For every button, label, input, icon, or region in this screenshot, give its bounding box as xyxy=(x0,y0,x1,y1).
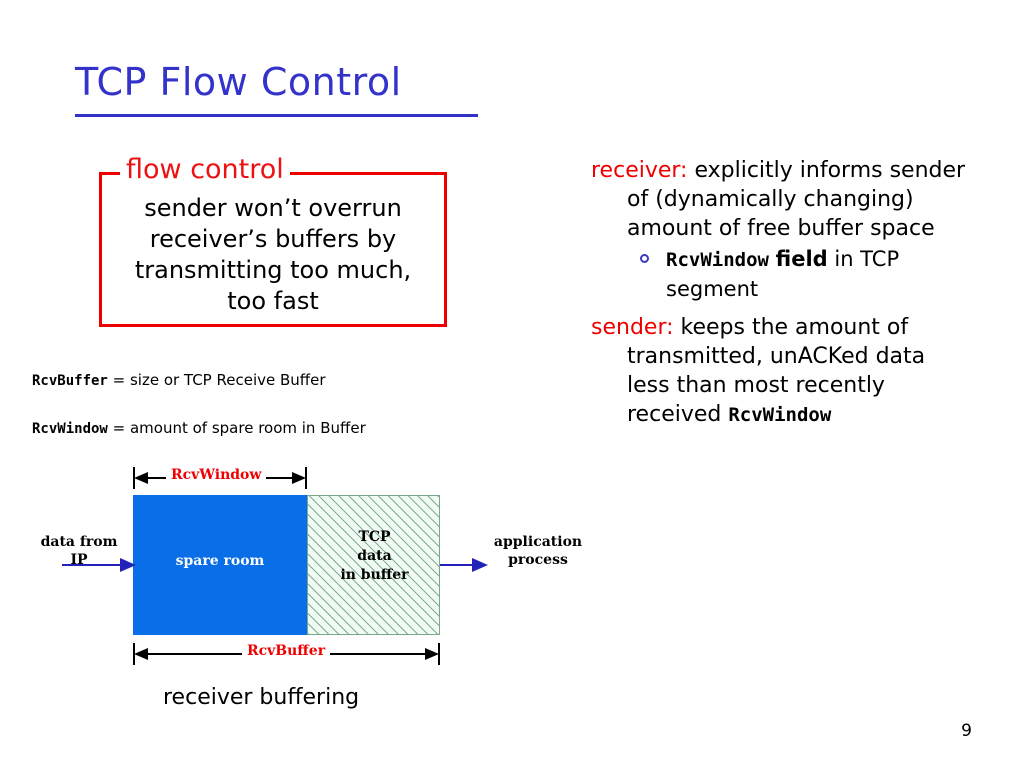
receiver-buffering-caption: receiver buffering xyxy=(163,685,360,710)
page-number: 9 xyxy=(961,721,972,741)
application-process-label: application process xyxy=(478,533,598,569)
definition-rcvwindow-term: RcvWindow xyxy=(32,421,108,437)
data-from-ip-arrow-icon xyxy=(62,558,136,572)
tcp-data-line-2: data xyxy=(357,548,392,564)
rcvwindow-sub-bullet: RcvWindow field in TCP segment xyxy=(638,245,971,304)
page-title: TCP Flow Control xyxy=(75,60,402,104)
right-column: receiver: explicitly informs sender of (… xyxy=(591,156,971,430)
title-underline xyxy=(75,114,478,117)
application-process-line-2: process xyxy=(508,552,568,568)
spare-room-block: spare room xyxy=(133,495,307,635)
field-bold-word: field xyxy=(775,247,828,271)
spare-room-label: spare room xyxy=(175,553,265,569)
rcvbuffer-dimension-label: RcvBuffer xyxy=(242,643,331,659)
flow-control-line-2: receiver’s buffers by xyxy=(149,225,397,253)
receiver-buffer-diagram: RcvWindow spare room TCP data in buffer … xyxy=(0,455,600,675)
flow-control-line-4: too fast xyxy=(227,287,319,315)
receiver-body-text: explicitly informs sender of (dynamicall… xyxy=(627,158,966,241)
definition-rcvwindow-text: = amount of spare room in Buffer xyxy=(107,419,366,437)
rcvwindow-code-term: RcvWindow xyxy=(666,249,769,271)
sender-lead-label: sender: xyxy=(591,315,674,340)
data-from-ip-line-1: data from xyxy=(40,534,118,550)
data-from-ip-line-2: IP xyxy=(70,552,88,568)
rcvwindow-dimension-line xyxy=(133,467,307,489)
tcp-data-line-1: TCP xyxy=(358,529,391,545)
application-process-arrow-icon xyxy=(440,558,488,572)
flow-control-line-3: transmitting too much, xyxy=(134,256,412,284)
definition-rcvwindow: RcvWindow = amount of spare room in Buff… xyxy=(32,419,366,439)
tcp-data-in-buffer-block: TCP data in buffer xyxy=(307,495,440,635)
rcvwindow-sub-bullet-tail: in TCP segment xyxy=(666,247,900,301)
sender-rcvwindow-code-term: RcvWindow xyxy=(728,404,832,426)
sender-bullet: sender: keeps the amount of transmitted,… xyxy=(591,313,971,430)
hollow-circle-bullet-icon xyxy=(640,254,649,263)
tcp-data-label: TCP data in buffer xyxy=(308,528,441,585)
rcvwindow-dimension-label: RcvWindow xyxy=(166,467,267,483)
receiver-lead-label: receiver: xyxy=(591,158,688,183)
definition-rcvbuffer-term: RcvBuffer xyxy=(32,373,108,389)
flow-control-legend: flow control xyxy=(120,154,290,186)
tcp-data-line-3: in buffer xyxy=(340,567,409,583)
definition-rcvbuffer: RcvBuffer = size or TCP Receive Buffer xyxy=(32,371,326,391)
receiver-bullet: receiver: explicitly informs sender of (… xyxy=(591,156,971,243)
definition-rcvbuffer-text: = size or TCP Receive Buffer xyxy=(107,371,326,389)
flow-control-body-text: sender won’t overrun receiver’s buffers … xyxy=(104,193,442,317)
application-process-line-1: application xyxy=(493,534,583,550)
data-from-ip-label: data from IP xyxy=(24,533,134,569)
flow-control-line-1: sender won’t overrun xyxy=(144,194,402,222)
sender-body-text: keeps the amount of transmitted, unACKed… xyxy=(627,315,926,427)
